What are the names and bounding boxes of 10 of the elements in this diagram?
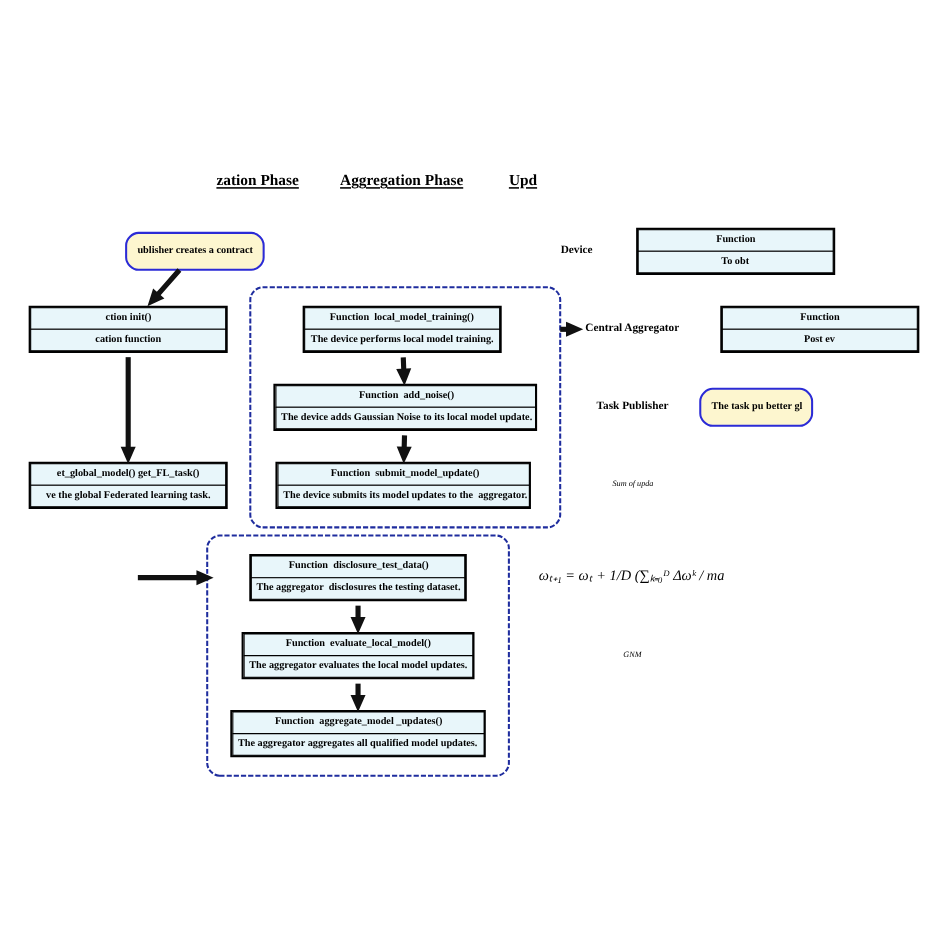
label: Upd (508, 171, 538, 190)
arrow (137, 570, 214, 586)
arrow (350, 605, 366, 635)
arrow (350, 683, 366, 713)
arrow (120, 357, 136, 464)
cluster (249, 286, 562, 529)
arrow (147, 268, 182, 307)
label: zation Phase (216, 171, 299, 190)
cluster (206, 534, 510, 777)
label: Aggregation Phase (340, 171, 464, 190)
